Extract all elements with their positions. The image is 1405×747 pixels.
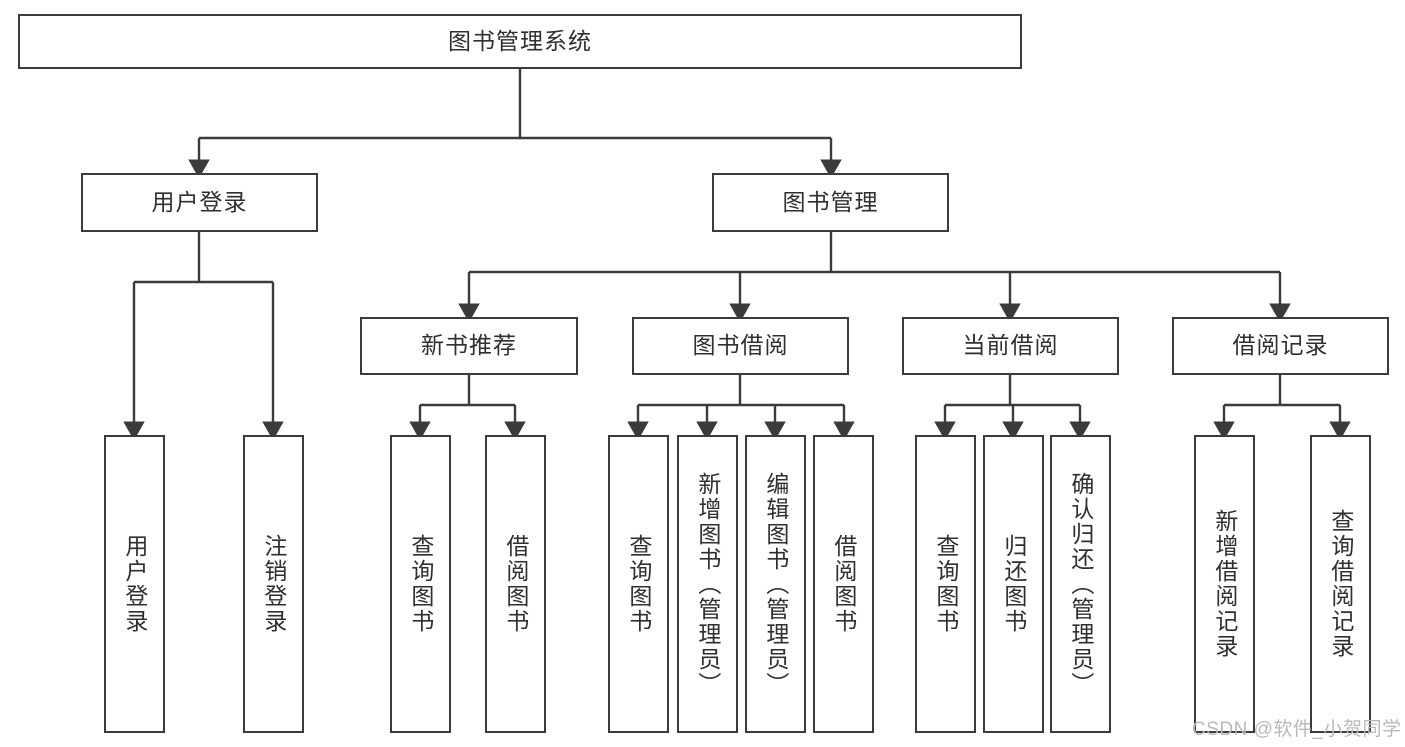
node-leaf-confirm-return-admin-label: 确认归还（管理员） xyxy=(1067,471,1094,697)
node-new-book-recommend[interactable]: 新书推荐 xyxy=(360,317,578,375)
node-leaf-logout-login[interactable]: 注销登录 xyxy=(243,435,304,733)
node-leaf-borrow-book-2[interactable]: 借阅图书 xyxy=(813,435,874,733)
node-leaf-query-book-1[interactable]: 查询图书 xyxy=(390,435,451,733)
node-root[interactable]: 图书管理系统 xyxy=(18,14,1022,69)
node-leaf-borrow-book-1[interactable]: 借阅图书 xyxy=(485,435,546,733)
node-leaf-add-borrow-record-label: 新增借阅记录 xyxy=(1211,509,1238,659)
node-leaf-query-book-3[interactable]: 查询图书 xyxy=(915,435,976,733)
node-leaf-edit-book-admin[interactable]: 编辑图书（管理员） xyxy=(745,435,806,733)
node-current-borrow[interactable]: 当前借阅 xyxy=(902,317,1119,375)
node-leaf-logout-login-label: 注销登录 xyxy=(260,534,287,634)
node-leaf-edit-book-admin-label: 编辑图书（管理员） xyxy=(762,471,789,697)
node-book-manage[interactable]: 图书管理 xyxy=(712,173,949,232)
node-leaf-borrow-book-2-label: 借阅图书 xyxy=(830,534,857,634)
node-leaf-user-login-label: 用户登录 xyxy=(121,534,148,634)
node-book-manage-label: 图书管理 xyxy=(782,188,879,215)
node-book-borrow-label: 图书借阅 xyxy=(692,332,789,359)
node-leaf-add-book-admin[interactable]: 新增图书（管理员） xyxy=(677,435,738,733)
node-root-label: 图书管理系统 xyxy=(448,27,592,54)
node-book-borrow[interactable]: 图书借阅 xyxy=(632,317,849,375)
node-leaf-add-book-admin-label: 新增图书（管理员） xyxy=(694,471,721,697)
node-user-login[interactable]: 用户登录 xyxy=(81,173,318,232)
node-leaf-user-login[interactable]: 用户登录 xyxy=(104,435,165,733)
node-leaf-confirm-return-admin[interactable]: 确认归还（管理员） xyxy=(1050,435,1111,733)
node-leaf-query-borrow-record-label: 查询借阅记录 xyxy=(1327,509,1354,659)
node-leaf-query-book-3-label: 查询图书 xyxy=(932,534,959,634)
node-leaf-borrow-book-1-label: 借阅图书 xyxy=(502,534,529,634)
node-current-borrow-label: 当前借阅 xyxy=(962,332,1059,359)
node-leaf-query-book-2-label: 查询图书 xyxy=(625,534,652,634)
node-borrow-record-label: 借阅记录 xyxy=(1232,332,1329,359)
node-leaf-query-borrow-record[interactable]: 查询借阅记录 xyxy=(1310,435,1371,733)
node-leaf-return-book[interactable]: 归还图书 xyxy=(983,435,1044,733)
node-leaf-query-book-1-label: 查询图书 xyxy=(407,534,434,634)
node-borrow-record[interactable]: 借阅记录 xyxy=(1172,317,1389,375)
node-leaf-add-borrow-record[interactable]: 新增借阅记录 xyxy=(1194,435,1255,733)
node-user-login-label: 用户登录 xyxy=(151,188,248,215)
node-leaf-query-book-2[interactable]: 查询图书 xyxy=(608,435,669,733)
node-new-book-recommend-label: 新书推荐 xyxy=(421,332,517,359)
node-leaf-return-book-label: 归还图书 xyxy=(1000,534,1027,634)
